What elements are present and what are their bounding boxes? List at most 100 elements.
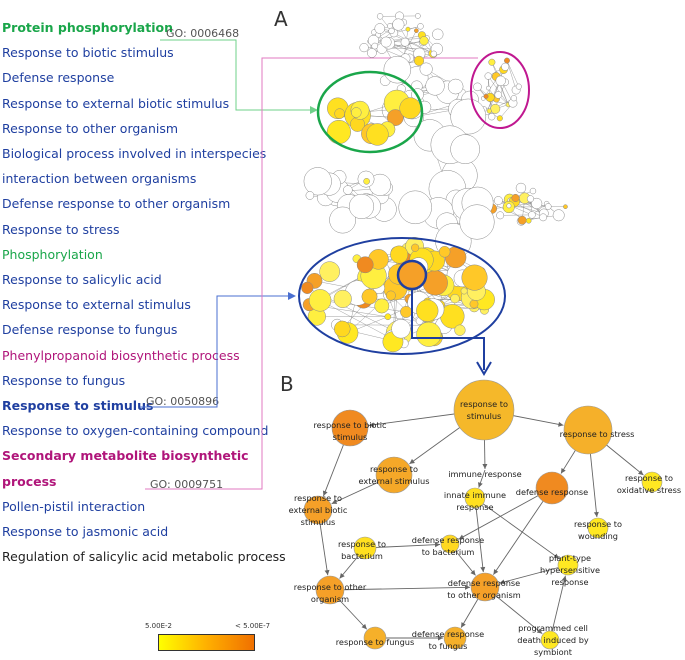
node-stress (563, 405, 613, 455)
connector-phosphorylation (160, 39, 318, 111)
network-node (430, 50, 437, 58)
network-b-arrowhead (638, 469, 644, 476)
node-label-immune: immune response (448, 469, 521, 479)
node-label-line: stimulus (333, 432, 368, 442)
network-b-arrowhead (493, 569, 499, 575)
go-term-item: Response to stimulus (2, 398, 154, 413)
network-edge (320, 300, 395, 341)
network-node (461, 264, 488, 291)
node-label-otherorg: response to other organism (294, 582, 367, 604)
network-node (486, 108, 492, 114)
node-label-line: wounding (578, 531, 618, 541)
network-node (506, 203, 512, 209)
network-node (303, 167, 332, 196)
network-node (486, 85, 491, 91)
network-node (528, 211, 536, 219)
network-node (459, 204, 495, 240)
network-node (488, 58, 496, 66)
network-b-arrowhead (499, 579, 505, 585)
network-b-arrowhead (553, 553, 560, 559)
go-term-item: interaction between organisms (2, 171, 197, 187)
network-node (517, 215, 527, 225)
network-node (494, 91, 503, 99)
node-label-defense: defense response (516, 487, 588, 497)
go-term-item: Secondary metabolite biosynthetic (2, 448, 249, 464)
node-defense (535, 471, 569, 505)
network-node (388, 27, 395, 35)
network-b-arrowhead (478, 482, 483, 488)
network-node (447, 78, 464, 95)
stimulus-node-highlight (396, 259, 428, 291)
node-label-line: stimulus (301, 517, 336, 527)
network-node (374, 298, 390, 314)
network-node (385, 290, 396, 301)
go-term-item: Response to salicylic acid (2, 272, 162, 287)
network-node (366, 123, 389, 146)
network-b-edge (474, 497, 560, 559)
go-term-item: Phenylpropanoid biosynthetic process (2, 347, 240, 363)
network-node (526, 195, 534, 203)
network-b-arrowhead (560, 467, 566, 474)
network-b-arrowhead (409, 458, 415, 464)
network-node (391, 319, 411, 339)
network-node (416, 299, 439, 322)
go-term-item: Defense response to fungus (2, 322, 178, 338)
node-innate (464, 487, 486, 509)
network-node (493, 196, 503, 205)
network-b-edge (493, 487, 553, 575)
network-node (415, 13, 421, 19)
go-term-item: Response to other organism (2, 120, 179, 136)
go-label-secondary: GO: 0009751 (150, 478, 224, 491)
node-wounding (587, 517, 609, 539)
zoom-arrow (411, 290, 485, 370)
go-term-item: Response to external biotic stimulus (2, 95, 230, 111)
go-term-item: Protein phosphorylation (2, 20, 173, 35)
network-node (432, 28, 444, 40)
node-oxidative (641, 471, 663, 493)
node-label-line: immune response (448, 469, 521, 479)
network-edge (498, 200, 532, 216)
node-label-line: defense response (448, 578, 520, 588)
network-node (376, 13, 384, 20)
network-node (371, 42, 379, 50)
network-node (483, 93, 489, 99)
term-connectors (140, 39, 478, 490)
node-external (375, 456, 413, 494)
node-label-line: external stimulus (359, 476, 430, 486)
legend-low-label: 5.00E-2 (145, 622, 172, 630)
node-label-line: defense response (412, 629, 484, 639)
network-node (552, 209, 565, 222)
network-b-edge (364, 544, 441, 549)
network-node (319, 261, 340, 282)
node-label-line: response to other (294, 582, 367, 592)
node-label-line: response to (625, 473, 673, 483)
legend-color-bar (158, 634, 255, 651)
network-b-arrowhead (339, 573, 345, 579)
node-pcd (540, 630, 560, 650)
network-b-edge (329, 586, 471, 591)
node-label-line: response to (370, 464, 418, 474)
network-node (544, 203, 552, 210)
network-node (450, 134, 480, 164)
network-node (438, 246, 451, 258)
go-term-item: Response to fungus (2, 372, 126, 388)
network-node (326, 119, 351, 145)
network-node (419, 62, 433, 76)
network-node (473, 82, 482, 92)
node-label-line: symbiont (534, 647, 573, 657)
network-node (454, 324, 466, 336)
network-node (398, 190, 432, 225)
network-node (414, 28, 419, 33)
go-term-item: Defense response to other organism (2, 196, 231, 212)
node-label-line: organism (311, 594, 349, 604)
node-label-line: to bacterium (422, 547, 475, 557)
network-edge (388, 43, 434, 54)
network-b-edge (458, 487, 553, 540)
node-stimulus (453, 379, 515, 441)
go-term-item: Response to stress (2, 221, 120, 237)
